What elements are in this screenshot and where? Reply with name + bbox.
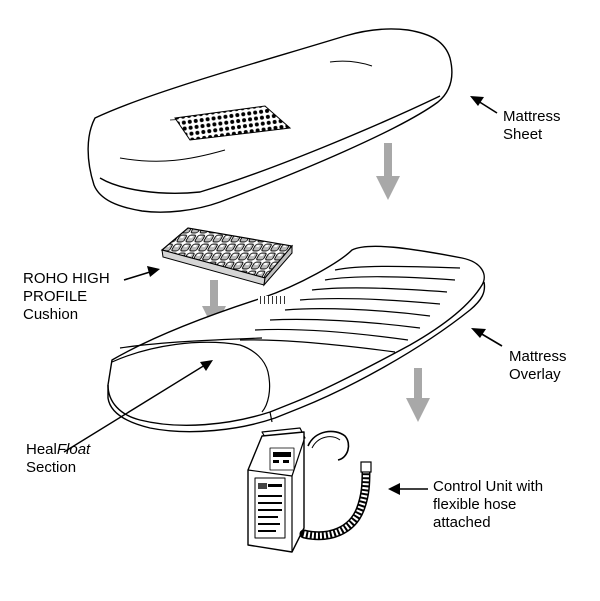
cushion-pointer-arrow [123,266,160,281]
healfloat-label-prefix: Heal [26,441,57,458]
control-unit-drawing [247,427,350,553]
roho-cushion-drawing [160,227,294,287]
healfloat-label: HealFloat Section [26,441,90,477]
roho-cushion-label-line2: PROFILE [23,288,88,305]
control-unit-label-line1: Control Unit with [433,478,544,495]
control-unit-pointer-arrow [388,483,428,495]
mattress-overlay-label-line1: Mattress [509,348,567,365]
roho-cushion-label-line1: ROHO HIGH [23,270,110,287]
mattress-sheet-label-line2: Sheet [503,126,543,143]
mattress-overlay-label-line2: Overlay [509,366,561,383]
mattress-sheet-label: Mattress Sheet [503,108,561,144]
control-unit-label: Control Unit with flexible hose attached [433,478,543,532]
control-unit-label-line3: attached [433,514,491,531]
sheet-pointer-arrow [470,96,498,114]
mattress-overlay-label: Mattress Overlay [509,348,567,384]
control-unit-label-line2: flexible hose [433,496,517,513]
healfloat-pointer-arrow [63,360,213,453]
healfloat-label-line1: HealFloat [26,441,90,459]
roho-cushion-label: ROHO HIGH PROFILE Cushion [23,270,110,324]
gray-arrow-sheet [376,143,400,200]
overlay-pointer-arrow [471,328,503,347]
gray-arrow-overlay [406,368,430,422]
flexible-hose [299,461,372,541]
healfloat-label-line2: Section [26,459,77,476]
mattress-overlay-drawing [107,245,486,433]
mesh-panel [174,105,292,141]
healfloat-label-italic: Float [56,441,91,458]
roho-cushion-label-line3: Cushion [23,306,79,323]
mattress-sheet-label-line1: Mattress [503,108,561,125]
